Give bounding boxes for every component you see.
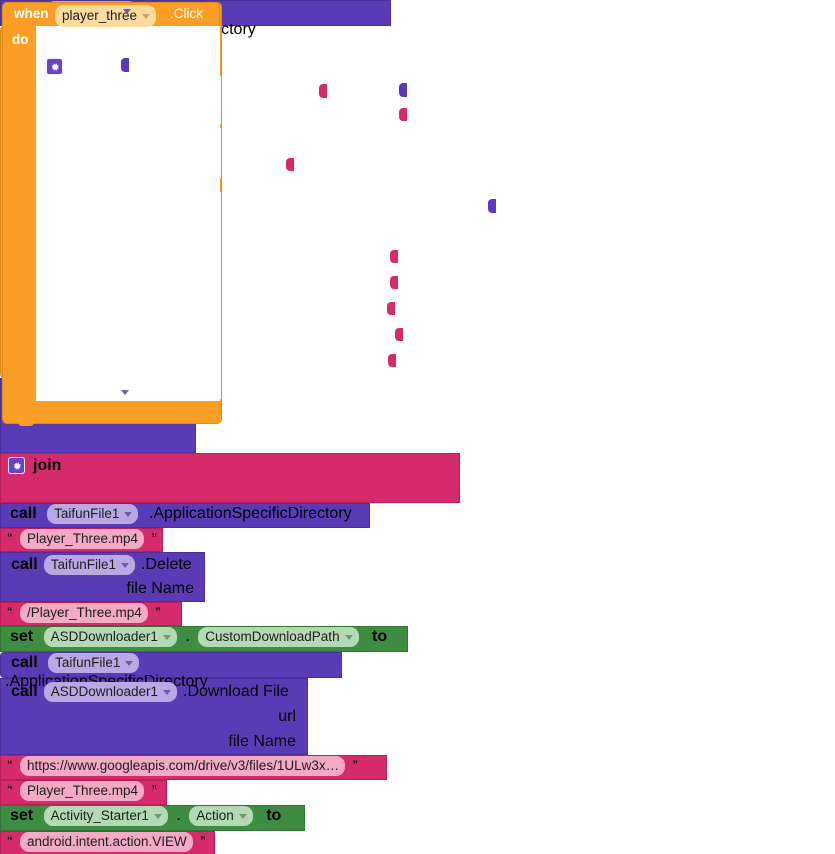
text-value-field[interactable]: Player_Three.mp4 <box>19 781 145 801</box>
call-label: call <box>10 505 37 522</box>
chevron-down-icon <box>153 814 162 819</box>
component-name: TaifunFile1 <box>50 557 116 572</box>
call-taifunfile1-delete[interactable]: call TaifunFile1 .Delete file Name <box>0 426 205 602</box>
close-quote: ” <box>200 835 206 847</box>
if-block-bottom-bump <box>48 402 64 407</box>
chevron-down-icon <box>162 635 171 640</box>
method-name: .Delete <box>140 556 192 573</box>
arg-label-url: url <box>278 707 296 725</box>
component-name: TaifunFile1 <box>55 655 121 670</box>
exists-left-plug <box>121 58 129 72</box>
text-value-field[interactable]: https://www.googleapis.com/drive/v3/file… <box>19 756 346 776</box>
join-item-0-call-application-specific-directory[interactable]: call TaifunFile1 .ApplicationSpecificDir… <box>0 503 370 528</box>
call-label: call <box>11 654 38 671</box>
delete-arg-left-plug <box>286 158 294 171</box>
if-arm-cutout-else <box>84 192 221 399</box>
call-label: call <box>11 556 38 573</box>
if-mutator-gear-icon[interactable] <box>46 58 63 75</box>
close-quote: ” <box>151 784 157 796</box>
property-dropdown-customdownloadpath[interactable]: CustomDownloadPath <box>198 627 359 647</box>
close-quote: ” <box>352 759 359 771</box>
download-file-name-left-plug <box>390 276 398 289</box>
action-value-text-block[interactable]: “ android.intent.action.VIEW ” <box>0 831 215 854</box>
open-quote: “ <box>7 606 13 618</box>
to-label: to <box>266 807 282 824</box>
open-quote: “ <box>7 784 13 796</box>
open-quote: “ <box>7 835 13 847</box>
close-quote: ” <box>151 532 157 544</box>
join-item-0-left-plug <box>399 83 407 97</box>
if-arm-cutout-then2 <box>84 128 221 178</box>
event-block-bottom-bump <box>18 422 34 426</box>
event-name-label: .Click <box>170 6 203 22</box>
property-name: Action <box>196 808 234 823</box>
open-quote: “ <box>7 532 13 544</box>
open-quote: “ <box>7 759 13 771</box>
dot-separator: . <box>185 628 190 645</box>
event-component-name: player_three <box>62 8 138 23</box>
chevron-down-icon <box>120 563 129 568</box>
action-value-left-plug <box>387 302 395 315</box>
set-value-call-application-specific-directory[interactable]: call TaifunFile1 .ApplicationSpecificDir… <box>0 652 342 690</box>
method-name: .Download File <box>183 682 289 700</box>
text-value-field[interactable]: android.intent.action.VIEW <box>19 832 193 852</box>
set-value-left-plug <box>488 199 496 213</box>
component-dropdown-taifunfile1[interactable]: TaifunFile1 <box>48 653 140 673</box>
download-url-left-plug <box>390 250 398 263</box>
join-left-plug <box>319 84 327 98</box>
call-asddownloader1-download-file[interactable]: call ASDDownloader1 .Download File url f… <box>0 426 308 755</box>
component-name: ASDDownloader1 <box>50 629 158 644</box>
chevron-down-icon <box>124 512 133 517</box>
join-block[interactable]: join <box>0 453 460 503</box>
chevron-down-icon <box>120 389 129 395</box>
text-value-field[interactable]: /Player_Three.mp4 <box>19 603 148 623</box>
join-mutator-gear-icon[interactable] <box>8 457 25 474</box>
arg-label-file-name: file Name <box>126 579 194 597</box>
data-type-value-left-plug <box>395 328 403 341</box>
else-label: else <box>52 199 79 215</box>
if-label: if <box>68 58 77 74</box>
set-label: set <box>10 628 34 645</box>
component-name: TaifunFile1 <box>54 506 120 521</box>
property-name: CustomDownloadPath <box>205 629 340 644</box>
when-label: when <box>14 6 49 22</box>
call-label: call <box>11 682 38 700</box>
join-item-1-left-plug <box>399 108 407 121</box>
join-item-1-text-block[interactable]: “ Player_Three.mp4 ” <box>0 528 163 552</box>
chevron-down-icon <box>142 14 151 19</box>
component-dropdown-taifunfile1[interactable]: TaifunFile1 <box>47 504 139 524</box>
set-activity-starter1-action[interactable]: set Activity_Starter1 . Action to <box>0 426 305 831</box>
set-label: set <box>10 807 34 824</box>
component-dropdown-asddownloader1[interactable]: ASDDownloader1 <box>43 681 177 702</box>
if-arm-cutout-then <box>84 76 221 124</box>
component-dropdown-activity-starter1[interactable]: Activity_Starter1 <box>43 806 168 826</box>
arg-label-file-name: file Name <box>228 732 296 750</box>
property-dropdown-action[interactable]: Action <box>189 806 253 826</box>
then-label: then <box>50 133 79 149</box>
chevron-down-icon <box>344 635 353 640</box>
event-component-dropdown[interactable]: player_three <box>55 5 157 27</box>
chevron-down-icon <box>238 814 247 819</box>
chevron-down-icon <box>125 661 134 666</box>
set-asddownloader1-customdownloadpath[interactable]: set ASDDownloader1 . CustomDownloadPath … <box>0 426 408 652</box>
to-label: to <box>372 628 388 645</box>
method-name: .ApplicationSpecificDirectory <box>148 505 352 522</box>
component-name: Activity_Starter1 <box>50 808 149 823</box>
text-value-field[interactable]: Player_Three.mp4 <box>19 529 145 549</box>
component-name: ASDDownloader1 <box>50 683 158 699</box>
download-url-text-block[interactable]: “ https://www.googleapis.com/drive/v3/fi… <box>0 755 387 780</box>
dot-separator: . <box>176 807 181 824</box>
do-label: do <box>12 32 29 48</box>
close-quote: ” <box>155 606 161 618</box>
download-file-name-text-block[interactable]: “ Player_Three.mp4 ” <box>0 780 167 805</box>
data-uri-value-left-plug <box>388 354 396 367</box>
component-dropdown-asddownloader1[interactable]: ASDDownloader1 <box>43 627 177 647</box>
component-dropdown-taifunfile1[interactable]: TaifunFile1 <box>43 555 135 575</box>
chevron-down-icon <box>163 689 171 695</box>
join-label: join <box>33 456 62 474</box>
delete-file-name-text-block[interactable]: “ /Player_Three.mp4 ” <box>0 602 182 626</box>
chevron-down-icon <box>123 9 132 14</box>
